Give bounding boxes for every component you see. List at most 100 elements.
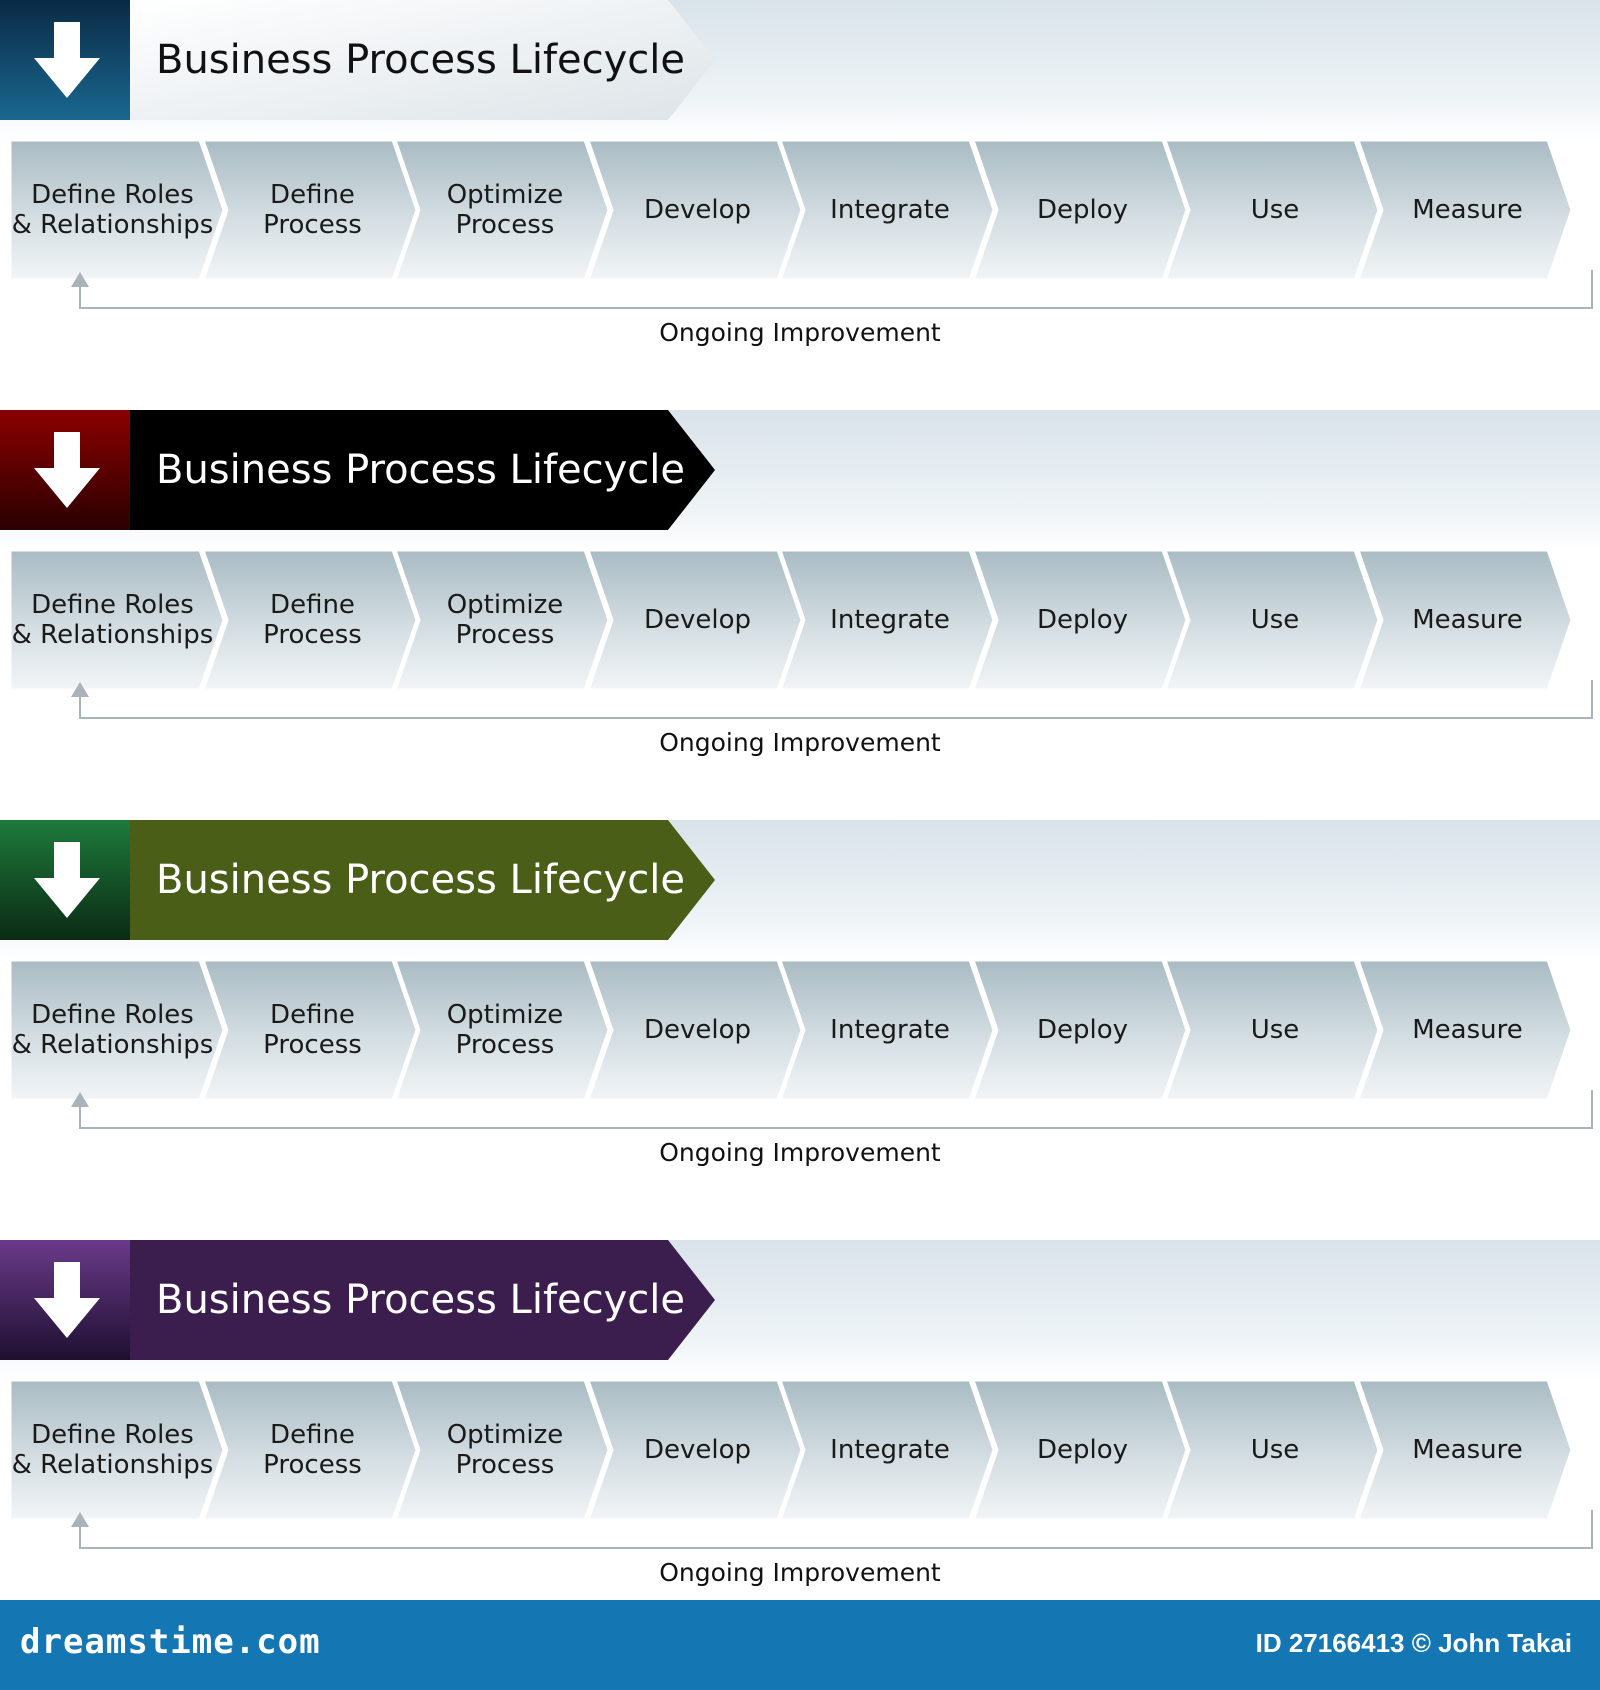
step-label: Deploy <box>1036 1015 1129 1045</box>
down-arrow-icon <box>0 0 130 120</box>
title-banner: Business Process Lifecycle <box>0 0 715 120</box>
banner-shape <box>130 410 715 530</box>
step-chevron <box>1357 140 1574 280</box>
banner-title: Business Process Lifecycle <box>156 1277 686 1323</box>
step-chevron <box>780 960 996 1100</box>
ongoing-improvement-loop: Ongoing Improvement <box>0 270 1600 347</box>
step-label: Measure <box>1412 605 1523 635</box>
banner-body: Business Process Lifecycle <box>130 0 715 120</box>
step-label: Develop <box>643 1435 752 1465</box>
process-step: Integrate <box>780 960 1000 1100</box>
step-chevron <box>395 1380 611 1520</box>
process-step: Measure <box>1357 550 1578 690</box>
banner-shape <box>130 1240 715 1360</box>
step-label: Use <box>1250 1015 1300 1045</box>
process-step: Optimize Process <box>395 550 615 690</box>
banner-body: Business Process Lifecycle <box>130 1240 715 1360</box>
ongoing-improvement-loop: Ongoing Improvement <box>0 1510 1600 1587</box>
step-label: Develop <box>643 195 752 225</box>
process-step: Define Roles & Relationships <box>10 140 230 280</box>
process-step: Measure <box>1357 960 1578 1100</box>
step-label: Measure <box>1412 1015 1523 1045</box>
step-chevron <box>1357 960 1574 1100</box>
step-label: Define Roles & Relationships <box>11 1000 214 1060</box>
step-label: Define Process <box>263 590 362 650</box>
loop-line <box>79 1510 1593 1549</box>
process-step: Define Roles & Relationships <box>10 1380 230 1520</box>
step-chevron <box>1165 960 1381 1100</box>
loop-line <box>79 680 1593 719</box>
process-step: Deploy <box>972 1380 1193 1520</box>
process-step: Optimize Process <box>395 960 615 1100</box>
loop-line <box>79 1090 1593 1129</box>
loop-line <box>79 270 1593 309</box>
banner-body: Business Process Lifecycle <box>130 410 715 530</box>
step-chevron <box>202 1380 419 1520</box>
up-arrow-icon <box>71 272 89 287</box>
process-step: Define Process <box>202 550 423 690</box>
step-chevron <box>780 550 996 690</box>
step-chevron <box>395 140 611 280</box>
process-step: Define Roles & Relationships <box>10 550 230 690</box>
up-arrow-icon <box>71 682 89 697</box>
process-step: Integrate <box>780 1380 1000 1520</box>
step-chevron <box>972 1380 1189 1520</box>
process-steps: Define Roles & Relationships Define Proce… <box>0 140 1600 280</box>
step-chevron <box>395 550 611 690</box>
step-label: Define Process <box>263 1000 362 1060</box>
step-chevron <box>587 960 804 1100</box>
process-step: Optimize Process <box>395 140 615 280</box>
step-chevron <box>972 140 1189 280</box>
step-chevron <box>587 1380 804 1520</box>
step-label: Integrate <box>830 605 950 635</box>
down-arrow-icon <box>0 820 130 940</box>
step-chevron <box>1165 1380 1381 1520</box>
step-label: Optimize Process <box>446 1000 564 1060</box>
step-label: Use <box>1250 195 1300 225</box>
step-chevron <box>972 960 1189 1100</box>
footer-bar: dreamstime.com ID 27166413 © John Takai <box>0 1600 1600 1690</box>
process-step: Deploy <box>972 140 1193 280</box>
step-label: Develop <box>643 605 752 635</box>
step-label: Deploy <box>1036 195 1129 225</box>
ongoing-improvement-loop: Ongoing Improvement <box>0 1090 1600 1167</box>
process-step: Develop <box>587 140 808 280</box>
process-step: Develop <box>587 550 808 690</box>
step-chevron <box>10 140 226 280</box>
step-chevron <box>780 1380 996 1520</box>
banner-body: Business Process Lifecycle <box>130 820 715 940</box>
title-banner: Business Process Lifecycle <box>0 820 715 940</box>
up-arrow-icon <box>71 1092 89 1107</box>
process-step: Use <box>1165 140 1385 280</box>
step-label: Optimize Process <box>446 590 564 650</box>
down-arrow-icon <box>0 0 130 120</box>
banner-title: Business Process Lifecycle <box>156 857 686 903</box>
down-arrow-icon <box>0 410 130 530</box>
process-step: Use <box>1165 550 1385 690</box>
banner-title: Business Process Lifecycle <box>156 37 686 83</box>
title-banner: Business Process Lifecycle <box>0 410 715 530</box>
process-step: Define Roles & Relationships <box>10 960 230 1100</box>
process-step: Develop <box>587 1380 808 1520</box>
step-chevron <box>202 960 419 1100</box>
process-step: Deploy <box>972 960 1193 1100</box>
step-chevron <box>395 960 611 1100</box>
banner-shape <box>130 820 715 940</box>
step-label: Integrate <box>830 1435 950 1465</box>
process-steps: Define Roles & Relationships Define Proce… <box>0 960 1600 1100</box>
title-banner: Business Process Lifecycle <box>0 1240 715 1360</box>
banner-shape <box>130 0 715 120</box>
step-chevron <box>1165 550 1381 690</box>
process-step: Use <box>1165 1380 1385 1520</box>
down-arrow-icon <box>0 1240 130 1360</box>
step-label: Define Process <box>263 180 362 240</box>
footer-logo: dreamstime.com <box>20 1622 321 1662</box>
process-step: Integrate <box>780 140 1000 280</box>
step-chevron <box>10 550 226 690</box>
down-arrow-icon <box>0 410 130 530</box>
